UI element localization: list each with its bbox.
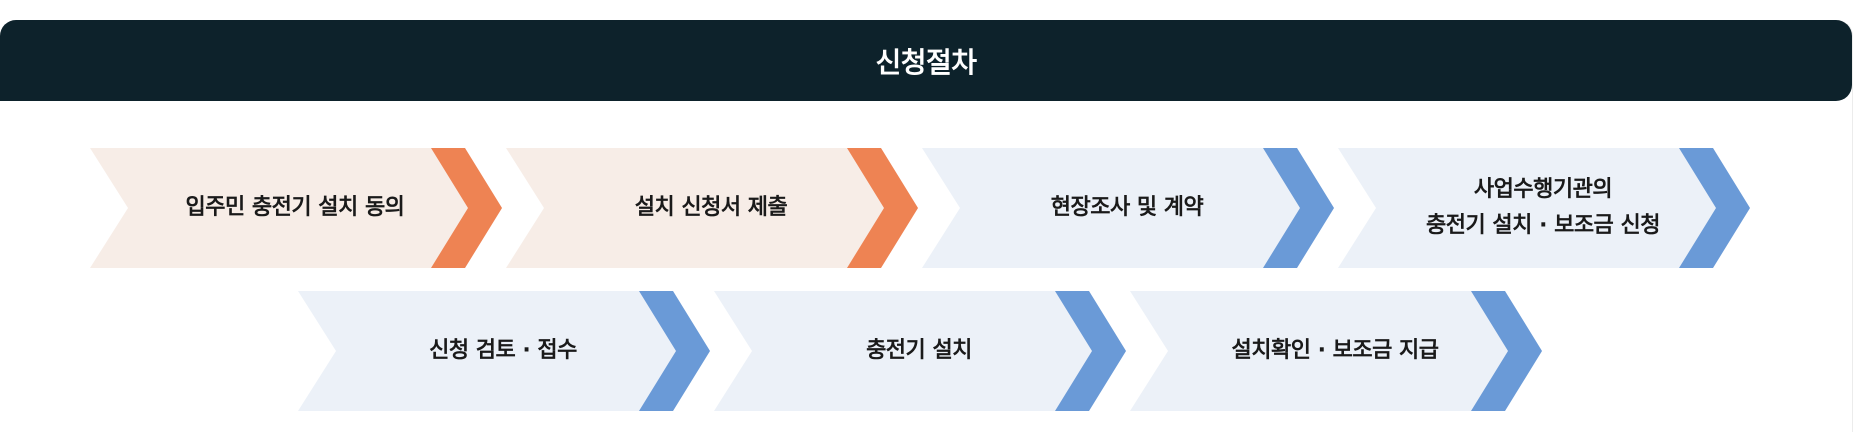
step-2-line-1: 설치 신청서 제출 <box>634 195 788 220</box>
step-7-label: 설치확인 · 보조금 지급 <box>1170 291 1500 411</box>
step-4-line-2: 충전기 설치 · 보조금 신청 <box>1426 213 1660 238</box>
step-4-label: 사업수행기관의 충전기 설치 · 보조금 신청 <box>1378 148 1708 268</box>
step-chevron <box>1055 291 1126 411</box>
step-body <box>90 148 502 268</box>
step-chevron <box>847 148 918 268</box>
step-6-arrow-shape <box>714 291 1126 411</box>
step-1-line-1: 입주민 충전기 설치 동의 <box>185 195 405 220</box>
step-3-label: 현장조사 및 계약 <box>962 148 1292 268</box>
step-2-arrow-shape <box>506 148 918 268</box>
step-7-line-1: 설치확인 · 보조금 지급 <box>1231 338 1440 363</box>
step-5-label: 신청 검토 · 접수 <box>338 291 668 411</box>
step-5-arrow-shape <box>298 291 710 411</box>
step-chevron <box>1263 148 1334 268</box>
step-6: 충전기 설치 <box>714 291 1126 411</box>
step-3: 현장조사 및 계약 <box>922 148 1334 268</box>
step-6-line-1: 충전기 설치 <box>866 338 972 363</box>
step-body <box>922 148 1334 268</box>
procedure-header: 신청절차 <box>0 20 1852 101</box>
step-1-label: 입주민 충전기 설치 동의 <box>130 148 460 268</box>
step-body <box>506 148 918 268</box>
step-body <box>1130 291 1542 411</box>
step-1-arrow-shape <box>90 148 502 268</box>
page-title: 신청절차 <box>875 45 977 79</box>
step-2-label: 설치 신청서 제출 <box>546 148 876 268</box>
step-7-arrow-shape <box>1130 291 1542 411</box>
step-chevron <box>431 148 502 268</box>
step-7: 설치확인 · 보조금 지급 <box>1130 291 1542 411</box>
step-chevron <box>639 291 710 411</box>
step-body <box>714 291 1126 411</box>
step-4: 사업수행기관의 충전기 설치 · 보조금 신청 <box>1338 148 1750 268</box>
step-6-label: 충전기 설치 <box>754 291 1084 411</box>
step-body <box>1338 148 1750 268</box>
step-chevron <box>1471 291 1542 411</box>
step-4-arrow-shape <box>1338 148 1750 268</box>
step-chevron <box>1679 148 1750 268</box>
step-3-line-1: 현장조사 및 계약 <box>1050 195 1204 220</box>
step-4-line-1: 사업수행기관의 <box>1473 177 1613 202</box>
step-1: 입주민 충전기 설치 동의 <box>90 148 502 268</box>
step-5: 신청 검토 · 접수 <box>298 291 710 411</box>
step-body <box>298 291 710 411</box>
step-2: 설치 신청서 제출 <box>506 148 918 268</box>
step-5-line-1: 신청 검토 · 접수 <box>429 338 577 363</box>
step-3-arrow-shape <box>922 148 1334 268</box>
